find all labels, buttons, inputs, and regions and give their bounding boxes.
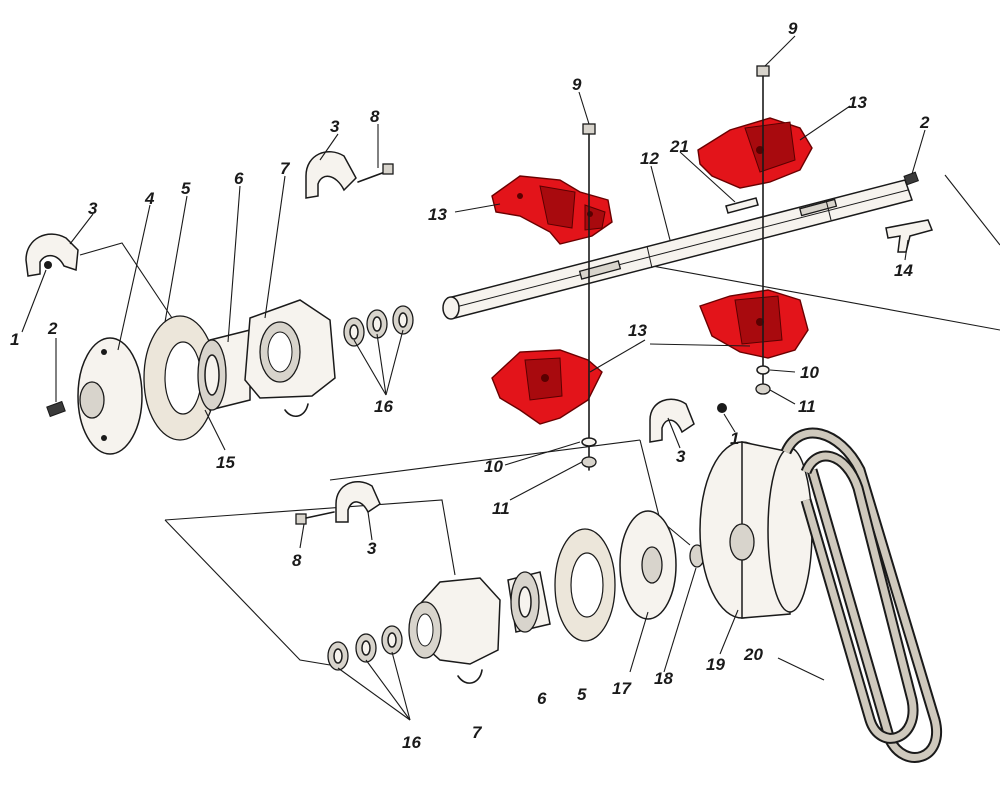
bracket-3-top-left xyxy=(25,233,79,277)
callout-3-top-center: 3 xyxy=(330,117,340,136)
callout-14: 14 xyxy=(894,261,913,280)
callout-7-top: 7 xyxy=(280,159,291,178)
rotor-segment-13-bottom-left xyxy=(491,349,603,425)
bolt-9-left xyxy=(581,123,597,471)
callout-20: 20 xyxy=(743,645,763,664)
pin-2-left xyxy=(46,400,66,418)
bearing-6-bottom xyxy=(507,571,551,633)
callout-13-top-right: 13 xyxy=(848,93,867,112)
callout-9-left: 9 xyxy=(572,75,582,94)
callout-labels: 1 2 3 3 4 5 6 7 8 16 15 9 9 12 21 2 14 1… xyxy=(10,19,930,752)
callout-2-left: 2 xyxy=(47,319,58,338)
callout-1-top-left: 1 xyxy=(10,330,19,349)
seals-16-bottom xyxy=(327,625,403,671)
callout-8-bottom: 8 xyxy=(292,551,302,570)
callout-16-top: 16 xyxy=(374,397,393,416)
bolt-8-top xyxy=(357,163,394,183)
callout-12: 12 xyxy=(640,149,659,168)
callout-2-right: 2 xyxy=(919,113,930,132)
rotor-segment-13-bottom-right xyxy=(699,289,809,359)
callout-10-left: 10 xyxy=(484,457,503,476)
callout-15: 15 xyxy=(216,453,235,472)
callout-19: 19 xyxy=(706,655,725,674)
v-belts-20 xyxy=(780,427,943,763)
rotor-segment-13-top-right xyxy=(697,117,813,189)
main-shaft xyxy=(442,179,913,320)
callout-5-bottom: 5 xyxy=(577,685,587,704)
callout-9-right: 9 xyxy=(788,19,798,38)
bracket-3-right xyxy=(649,398,727,443)
leader-lines xyxy=(21,35,926,721)
pin-2-right xyxy=(903,171,919,186)
callout-4: 4 xyxy=(144,189,155,208)
callout-1-right: 1 xyxy=(730,429,739,448)
bracket-3-top-center xyxy=(305,151,357,199)
callout-5-top: 5 xyxy=(181,179,191,198)
housing-7-top xyxy=(244,299,336,417)
callout-7-bottom: 7 xyxy=(472,723,483,742)
callout-16-bottom: 16 xyxy=(402,733,421,752)
gasket-5-bottom xyxy=(554,528,616,642)
housing-7-bottom xyxy=(408,577,501,684)
flange-4 xyxy=(77,337,143,455)
callout-8-top: 8 xyxy=(370,107,380,126)
bolt-8-bottom xyxy=(295,511,335,525)
pulley-19 xyxy=(699,441,813,619)
callout-3-top-left: 3 xyxy=(88,199,98,218)
callout-11-left: 11 xyxy=(492,499,510,518)
bracket-3-bottom xyxy=(335,481,381,523)
callout-11-right: 11 xyxy=(798,397,816,416)
callout-3-bottom: 3 xyxy=(367,539,377,558)
flange-17 xyxy=(619,510,677,620)
part-14 xyxy=(885,219,934,253)
rotor-segment-13-left xyxy=(491,175,613,245)
seals-16-top xyxy=(343,305,414,347)
callout-13-left: 13 xyxy=(428,205,447,224)
callout-17: 17 xyxy=(612,679,632,698)
key-21 xyxy=(725,197,759,214)
bearing-6-top xyxy=(197,329,251,411)
callout-10-right: 10 xyxy=(800,363,819,382)
callout-6-top: 6 xyxy=(234,169,244,188)
callout-6-bottom: 6 xyxy=(537,689,547,708)
callout-3-right: 3 xyxy=(676,447,686,466)
bolt-9-right xyxy=(755,65,771,395)
callout-21: 21 xyxy=(669,137,689,156)
callout-13-center: 13 xyxy=(628,321,647,340)
callout-18: 18 xyxy=(654,669,673,688)
